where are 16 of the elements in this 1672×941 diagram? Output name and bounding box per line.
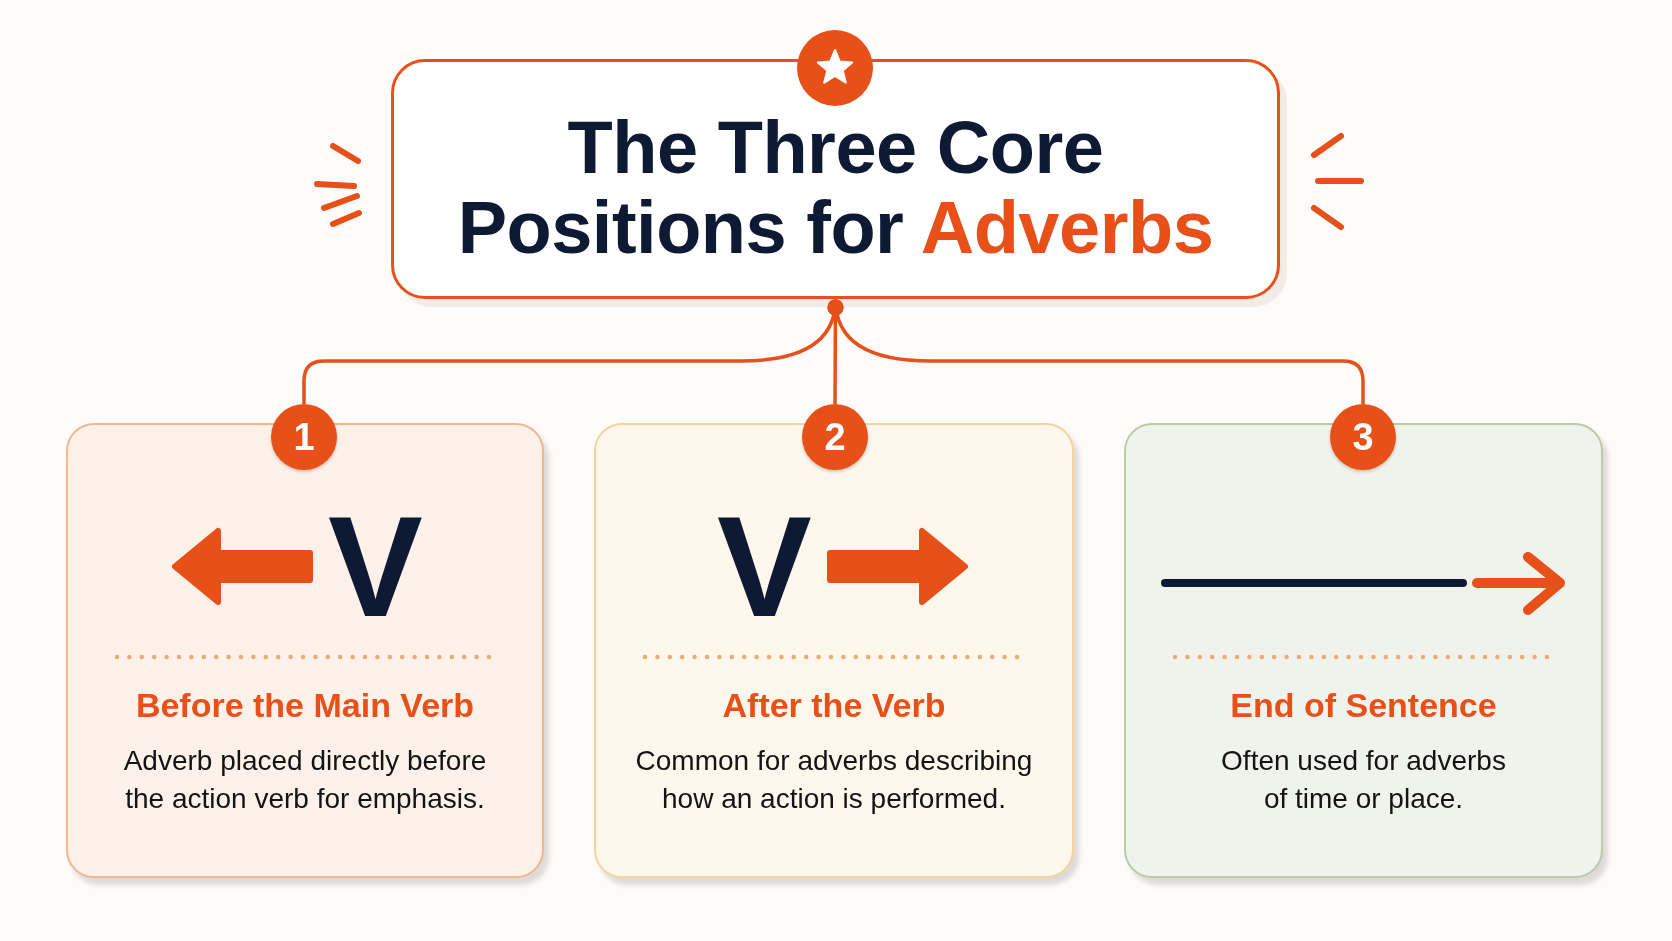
step-number-circle: 3 — [1330, 404, 1396, 470]
connector-line — [828, 299, 1365, 404]
step-number-circle: 2 — [802, 404, 868, 470]
position-card — [1124, 423, 1603, 878]
card-heading: Before the Main Verb — [135, 685, 475, 726]
position-card — [66, 423, 544, 878]
card-description: Common for adverbs describing how an action is performed. — [634, 744, 1034, 816]
position-card — [594, 423, 1074, 878]
verb-letter: V — [717, 514, 812, 621]
card-description: Adverb placed directly before the action verb for emphasis. — [122, 744, 488, 816]
card-description: Often used for adverbs of time or place. — [1220, 744, 1507, 816]
card-heading: After the Verb — [722, 685, 946, 726]
card-heading: End of Sentence — [1230, 685, 1497, 726]
step-number-circle: 1 — [271, 404, 337, 470]
title-text: The Three Core Positions for Adverbs — [456, 108, 1215, 268]
verb-letter: V — [328, 514, 423, 621]
